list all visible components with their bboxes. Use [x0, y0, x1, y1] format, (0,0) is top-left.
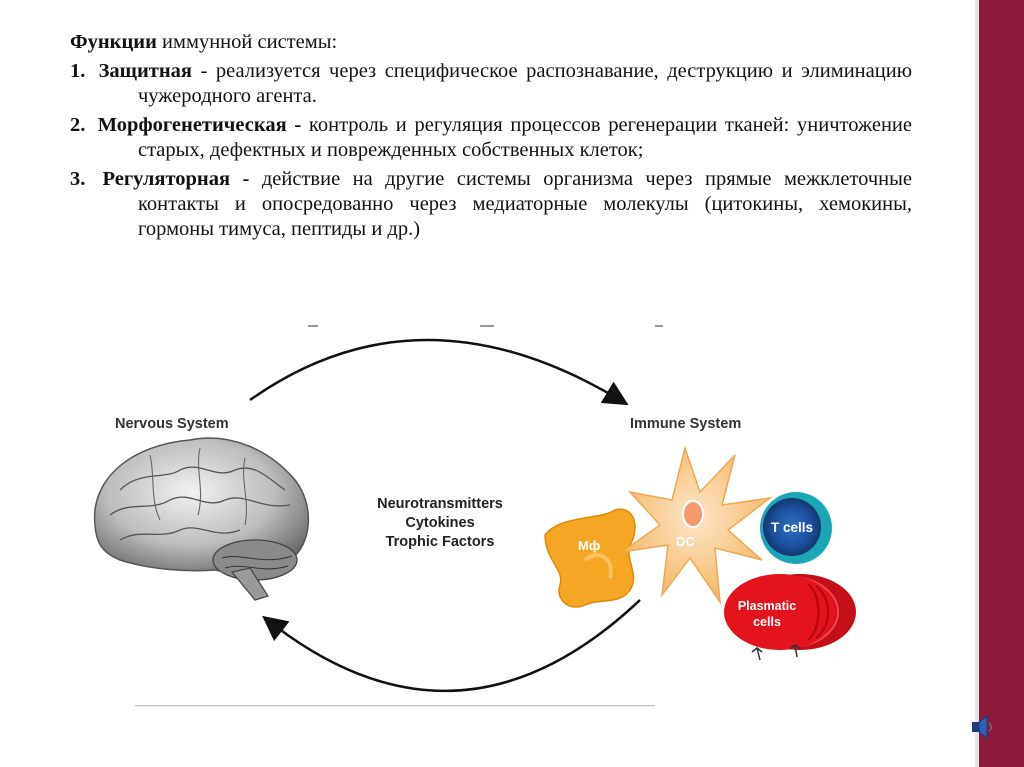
neuro-immune-diagram: Nervous System Immune System Neurotransm… [0, 0, 975, 767]
immune-system-label: Immune System [630, 416, 741, 432]
t-cells: T cells [760, 492, 832, 564]
side-band [975, 0, 1024, 767]
brain-image [95, 438, 309, 600]
plasmatic-label-1: Plasmatic [738, 599, 796, 613]
arrow-bottom [270, 600, 640, 691]
center-line-2: Cytokines [405, 515, 474, 531]
center-line-1: Neurotransmitters [377, 496, 503, 512]
t-cells-label: T cells [771, 520, 813, 535]
plasma-cells: Plasmatic cells [724, 574, 856, 660]
speaker-icon[interactable] [968, 712, 994, 742]
arrow-top [250, 340, 620, 400]
dc-label: DC [676, 534, 695, 549]
antibody-left [752, 648, 762, 660]
dendritic-cell: DC [622, 448, 770, 602]
plasmatic-label-2: cells [753, 615, 781, 629]
nervous-system-label: Nervous System [115, 416, 229, 432]
center-line-3: Trophic Factors [386, 534, 495, 550]
dotted-line-bottom [135, 705, 655, 706]
dotted-line-top [308, 325, 663, 327]
macrophage-cell: Мф [545, 509, 635, 607]
macrophage-label: Мф [578, 538, 600, 553]
